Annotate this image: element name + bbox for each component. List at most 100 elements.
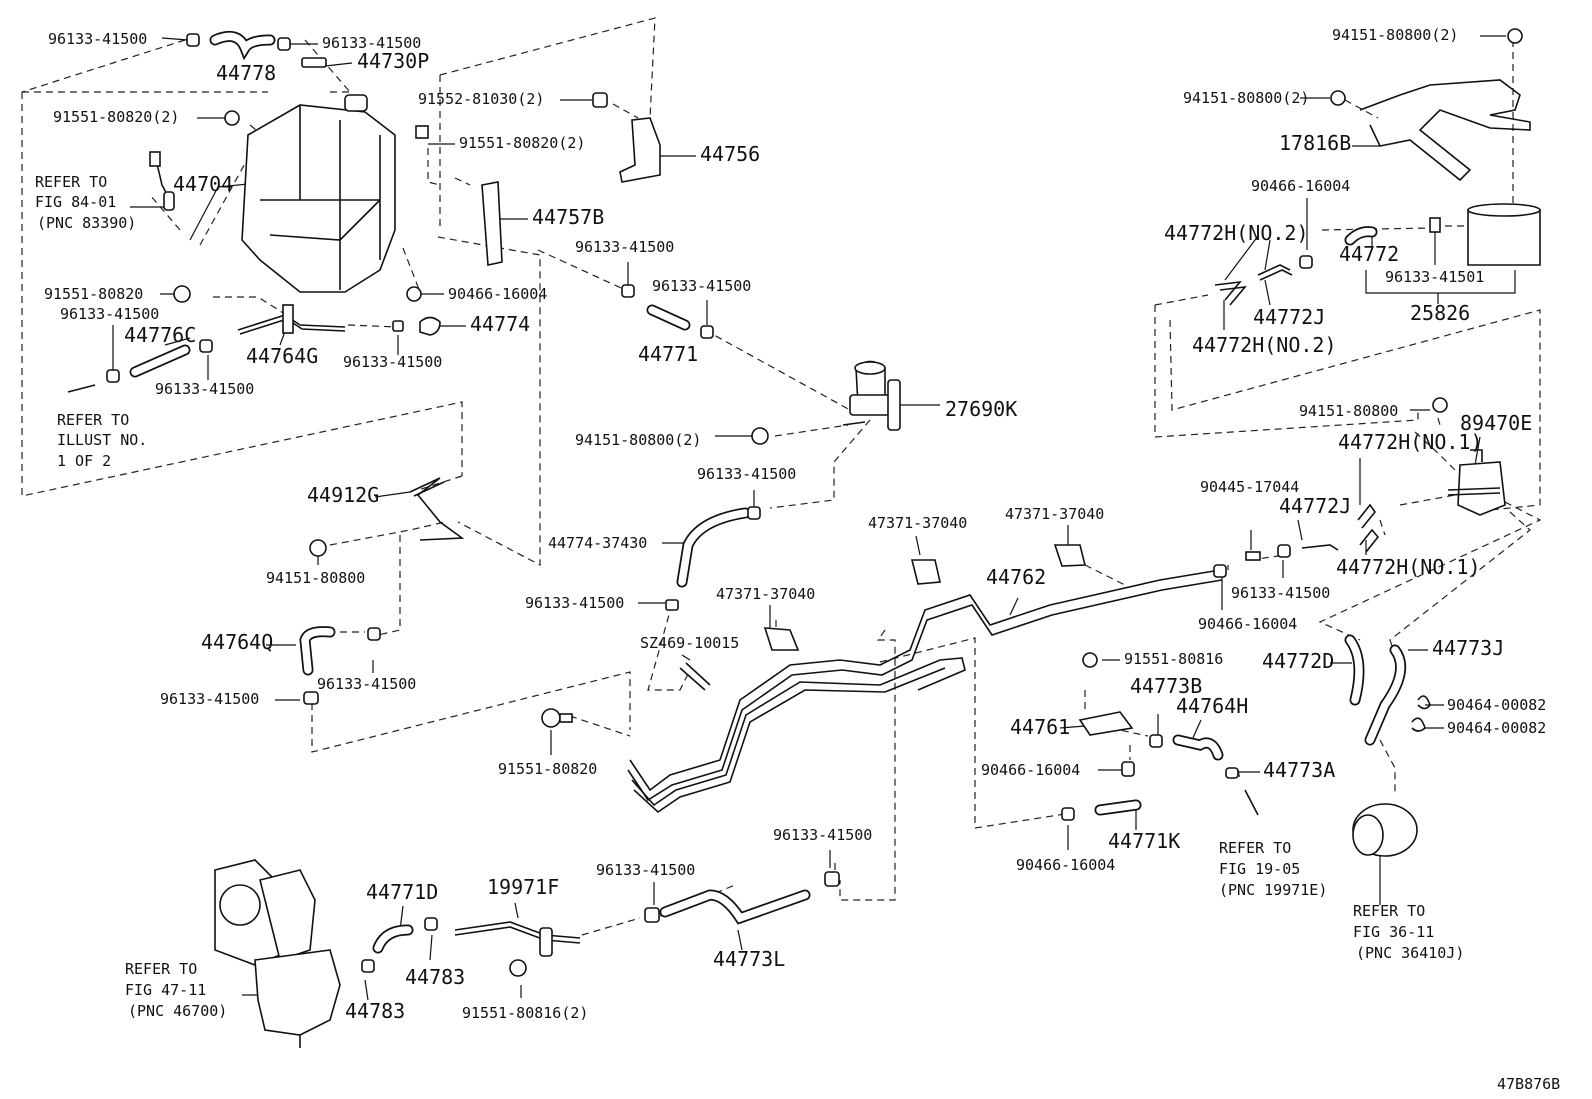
bracket-17816B <box>1330 28 1531 182</box>
label-l49: 44783 <box>405 965 465 989</box>
label-l15: 91551-80820 <box>44 285 143 303</box>
label-l84: 44772J <box>1253 305 1325 329</box>
bracket-44757B <box>481 181 503 266</box>
label-l8: 44756 <box>700 142 760 166</box>
label-l39: SZ469-10015 <box>640 634 739 652</box>
label-l50: REFER TO <box>125 960 197 978</box>
label-l24: 96133-41500 <box>155 380 254 398</box>
pipe-44764G <box>237 304 346 335</box>
label-l40: 44764Q <box>201 630 273 654</box>
label-l28: 27690K <box>945 397 1017 421</box>
label-l79: 17816B <box>1279 131 1351 155</box>
label-l44: 96133-41500 <box>773 826 872 844</box>
label-l76: (PNC 36410J) <box>1356 944 1464 962</box>
label-l26: ILLUST NO. <box>57 431 147 449</box>
label-l30: 96133-41500 <box>697 465 796 483</box>
label-l59: 90466-16004 <box>981 761 1080 779</box>
label-l18: 96133-41500 <box>60 305 159 323</box>
bolt-91551-80820 <box>541 708 573 728</box>
label-l86: 44772H(NO.2) <box>1192 333 1337 357</box>
label-l78: 94151-80800(2) <box>1183 89 1309 107</box>
canister-44704 <box>241 94 396 293</box>
label-l62: REFER TO <box>1219 839 1291 857</box>
label-l45: 96133-41500 <box>596 861 695 879</box>
label-l35: 94151-80800 <box>266 569 365 587</box>
vsv-connectors-47371 <box>665 544 1087 651</box>
label-l80: 90466-16004 <box>1251 177 1350 195</box>
label-l75: FIG 36-11 <box>1353 923 1434 941</box>
label-l48: 44773L <box>713 947 785 971</box>
part-number-labels: 96133-41500 96133-41500 44778 44730P 91552-8… <box>35 26 1560 1093</box>
throttle-body <box>214 859 341 1048</box>
label-l58: 44761 <box>1010 715 1070 739</box>
hoses-44772D-44773J <box>1344 634 1431 746</box>
joint-SZ469 <box>679 662 711 691</box>
clamps-top <box>186 33 327 68</box>
label-l91: 47B876B <box>1497 1075 1560 1093</box>
label-l46: 44771D <box>366 880 438 904</box>
label-l31: 44912G <box>307 483 379 507</box>
bolts-left <box>173 92 608 303</box>
hose-44773L <box>644 871 840 925</box>
label-l33: 47371-37040 <box>1005 505 1104 523</box>
label-l73: 90464-00082 <box>1447 719 1546 737</box>
label-l57: 44764H <box>1176 694 1248 718</box>
label-l85: 25826 <box>1410 301 1470 325</box>
label-l74: REFER TO <box>1353 902 1425 920</box>
label-l67: 44772J <box>1279 494 1351 518</box>
label-l11: FIG 84-01 <box>35 193 116 211</box>
label-l64: (PNC 19971E) <box>1219 881 1327 899</box>
label-l38: 96133-41500 <box>525 594 624 612</box>
label-l71: 44773J <box>1432 636 1504 660</box>
filler-neck <box>1352 803 1418 857</box>
label-l4: 44730P <box>357 49 429 73</box>
label-l66: 90445-17044 <box>1200 478 1299 496</box>
vsv-27690K <box>751 360 901 445</box>
label-l25: REFER TO <box>57 411 129 429</box>
label-l51: FIG 47-11 <box>125 981 206 999</box>
label-l83: 96133-41501 <box>1385 268 1484 286</box>
label-l61: 44771K <box>1108 829 1180 853</box>
hose-44776C <box>67 339 213 393</box>
label-l63: FIG 19-05 <box>1219 860 1300 878</box>
label-l70: 44772D <box>1262 649 1334 673</box>
label-l9: REFER TO <box>35 173 107 191</box>
label-l34: 44774-37430 <box>548 534 647 552</box>
label-l13: 44757B <box>532 205 604 229</box>
label-l23: 96133-41500 <box>343 353 442 371</box>
label-l27: 1 OF 2 <box>57 452 111 470</box>
hoses-44772H-NO2 <box>1214 264 1293 306</box>
label-l2: 96133-41500 <box>322 34 421 52</box>
label-l17: 96133-41500 <box>652 277 751 295</box>
hose-44771D <box>361 917 438 973</box>
label-l10: 44704 <box>173 172 233 196</box>
label-l42: 96133-41500 <box>160 690 259 708</box>
connector-90445 <box>1245 544 1339 561</box>
label-l53: 44783 <box>345 999 405 1023</box>
assembly-44761 <box>1061 652 1259 821</box>
label-l90: 44772H(NO.1) <box>1336 555 1481 579</box>
label-l16: 90466-16004 <box>448 285 547 303</box>
label-l72: 90464-00082 <box>1447 696 1546 714</box>
leader-lines <box>112 35 1516 1001</box>
label-l19: 44774 <box>470 312 530 336</box>
label-l20: 44776C <box>124 323 196 347</box>
tube-bundle-44762 <box>627 564 1227 814</box>
label-l43: 91551-80820 <box>498 760 597 778</box>
label-l88: 89470E <box>1460 411 1532 435</box>
canister-25826 <box>1299 203 1541 269</box>
vsv-89470E <box>1357 397 1506 553</box>
label-l89: 44772H(NO.1) <box>1338 430 1483 454</box>
valve-44774 <box>392 316 441 336</box>
label-l87: 94151-80800 <box>1299 402 1398 420</box>
hose-44778 <box>209 30 276 61</box>
label-l36: 44762 <box>986 565 1046 589</box>
label-l29: 94151-80800(2) <box>575 431 701 449</box>
label-l65: 90466-16004 <box>1016 856 1115 874</box>
label-l6: 91551-80820(2) <box>53 108 179 126</box>
label-l41: 96133-41500 <box>317 675 416 693</box>
label-l5: 91552-81030(2) <box>418 90 544 108</box>
label-l14: 96133-41500 <box>575 238 674 256</box>
label-l3: 44778 <box>216 61 276 85</box>
